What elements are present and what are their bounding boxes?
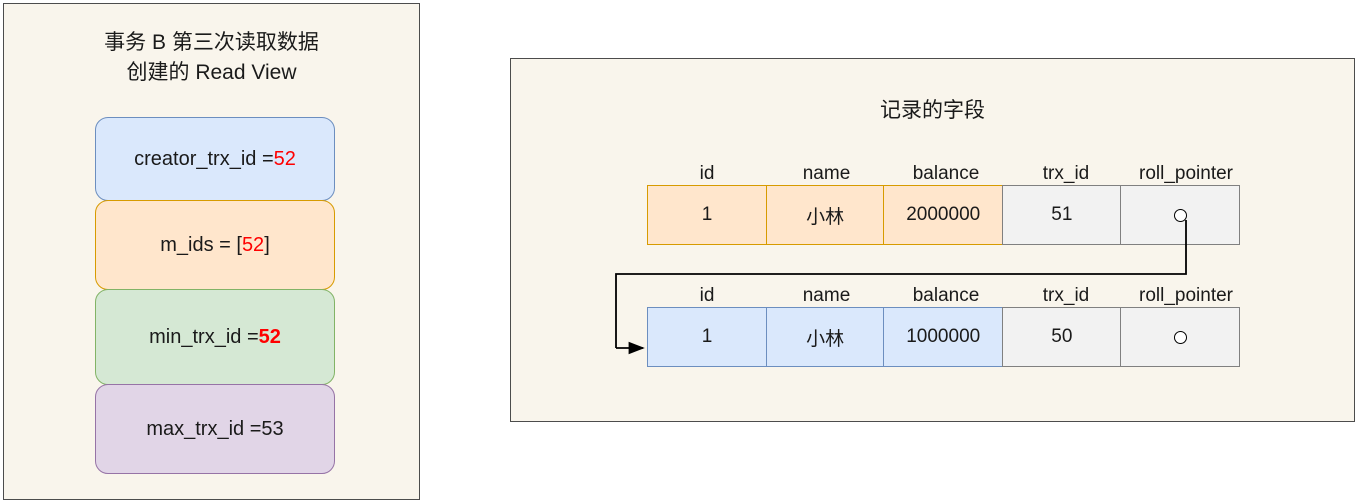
- read-view-field-m-ids: m_ids = [52]: [95, 200, 335, 290]
- field-value: 52: [258, 325, 281, 348]
- read-view-panel: 事务 B 第三次读取数据 创建的 Read View creator_trx_i…: [3, 3, 420, 500]
- cell-name: 小林: [765, 185, 885, 245]
- record-fields-title: 记录的字段: [880, 99, 985, 122]
- column-header-roll-pointer: roll_pointer: [1139, 285, 1233, 306]
- read-view-field-max-trx-id: max_trx_id = 53: [95, 384, 335, 474]
- field-value-suffix: ]: [264, 233, 270, 256]
- record-table-undo-version: id name balance trx_id roll_pointer 1 小林…: [647, 281, 1246, 367]
- field-value: 53: [261, 417, 284, 440]
- cell-roll-pointer: [1120, 307, 1241, 367]
- field-label: m_ids = [: [160, 233, 242, 256]
- read-view-field-creator-trx-id: creator_trx_id = 52: [95, 117, 335, 201]
- read-view-field-min-trx-id: min_trx_id = 52: [95, 289, 335, 385]
- column-header-id: id: [699, 163, 715, 184]
- column-header-trx-id: trx_id: [1042, 163, 1090, 184]
- field-value: 52: [273, 147, 296, 170]
- cell-roll-pointer: [1120, 185, 1241, 245]
- field-label: creator_trx_id =: [134, 147, 274, 170]
- field-label: min_trx_id =: [149, 325, 259, 348]
- record-table-current-version: id name balance trx_id roll_pointer 1 小林…: [647, 159, 1246, 245]
- column-header-trx-id: trx_id: [1042, 285, 1090, 306]
- cell-trx-id: 51: [1001, 185, 1122, 245]
- column-header-balance: balance: [912, 163, 980, 184]
- field-label: max_trx_id =: [146, 417, 262, 440]
- cell-id: 1: [647, 307, 767, 367]
- cell-name: 小林: [765, 307, 885, 367]
- column-header-name: name: [802, 285, 851, 306]
- table-header-row: id name balance trx_id roll_pointer: [647, 159, 1246, 185]
- column-header-name: name: [802, 163, 851, 184]
- pointer-dot-icon: [1173, 330, 1187, 344]
- cell-trx-id: 50: [1001, 307, 1122, 367]
- field-value: 52: [241, 233, 265, 256]
- read-view-title: 事务 B 第三次读取数据 创建的 Read View: [104, 31, 319, 84]
- record-fields-panel: 记录的字段 id name balance trx_id roll_pointe…: [510, 58, 1355, 422]
- table-row: 1 小林 1000000 50: [647, 307, 1246, 367]
- table-row: 1 小林 2000000 51: [647, 185, 1246, 245]
- table-header-row: id name balance trx_id roll_pointer: [647, 281, 1246, 307]
- cell-balance: 2000000: [883, 185, 1004, 245]
- cell-balance: 1000000: [883, 307, 1004, 367]
- column-header-id: id: [699, 285, 715, 306]
- pointer-dot-icon: [1173, 208, 1187, 222]
- column-header-roll-pointer: roll_pointer: [1139, 163, 1233, 184]
- column-header-balance: balance: [912, 285, 980, 306]
- cell-id: 1: [647, 185, 767, 245]
